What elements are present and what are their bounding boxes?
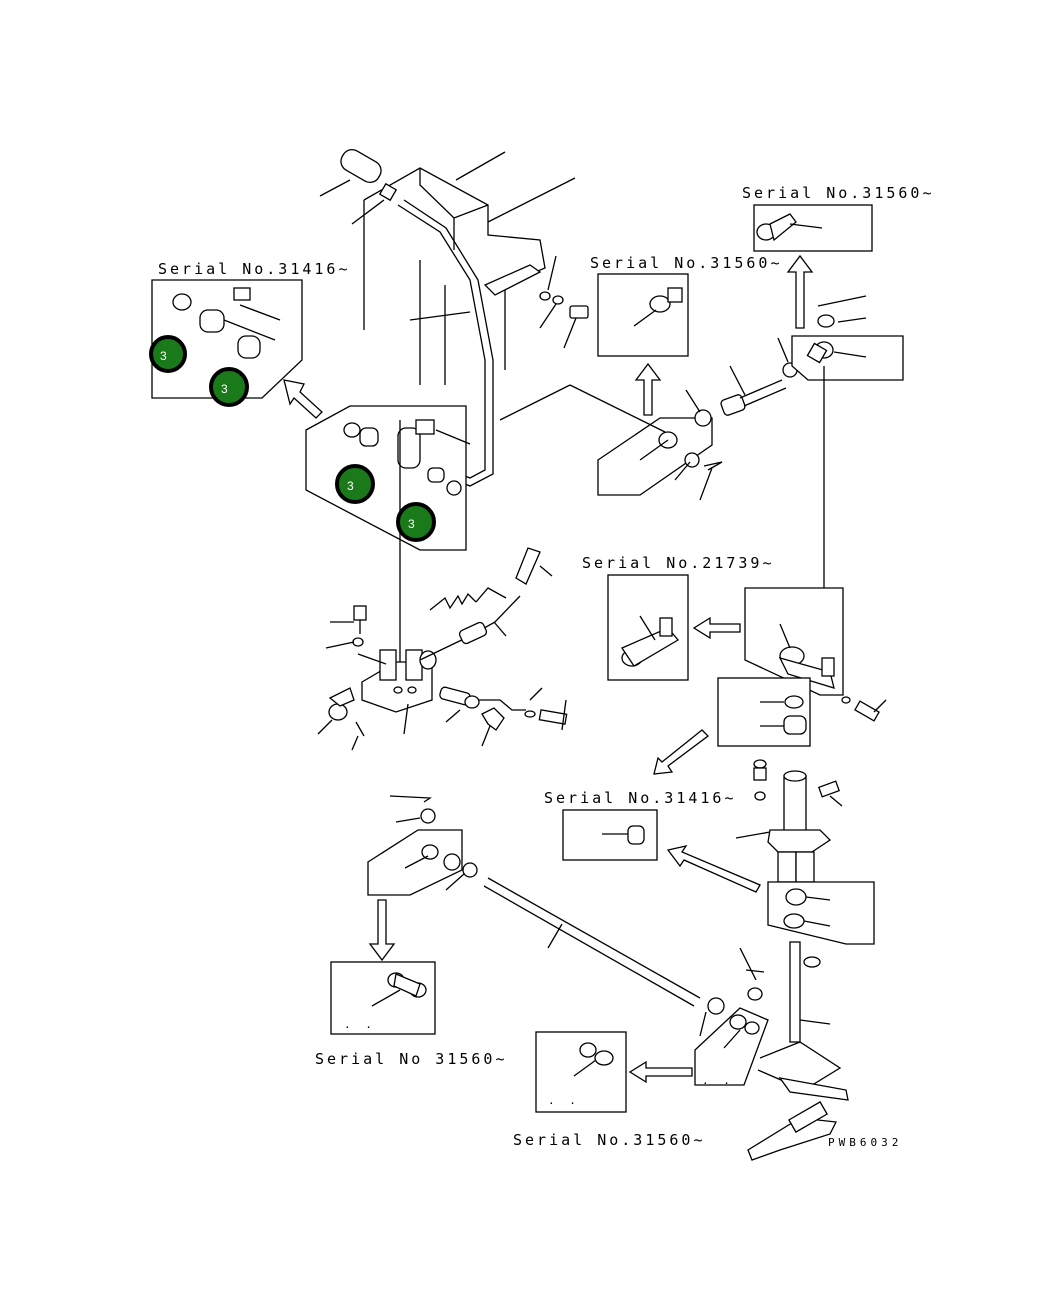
right-bolt: [841, 696, 887, 722]
svg-text:3: 3: [408, 517, 415, 531]
lower-shaft-pedal: [747, 941, 849, 1161]
detail-box-bushing: [717, 677, 811, 747]
tank-block: [363, 151, 576, 385]
svg-text:3: 3: [221, 382, 228, 396]
rod-end-connector: [499, 384, 723, 501]
detail-box-lever-right: [744, 587, 844, 696]
box-mark-bottom: . .: [548, 1094, 580, 1107]
drawing-reference-code: PWB6032: [828, 1136, 902, 1149]
detail-box-21739: [607, 574, 741, 681]
serial-label-7: Serial No.31560~: [513, 1131, 706, 1149]
svg-text:3: 3: [347, 479, 354, 493]
box-mark-lower-left: . .: [344, 1018, 376, 1031]
detail-box-31560-bottom: . .: [535, 1031, 627, 1113]
callout-badge-1[interactable]: 3: [149, 335, 187, 373]
callout-badge-2[interactable]: 3: [209, 367, 249, 407]
serial-label-4: Serial No.21739~: [582, 554, 775, 572]
lower-joint-box: . .: [628, 947, 769, 1087]
detail-box-31416-left: [151, 279, 303, 399]
detail-box-31560-lower-left: . .: [330, 899, 436, 1035]
tank-fasteners: [539, 255, 589, 349]
callout-badge-4[interactable]: 3: [396, 502, 436, 542]
detail-box-31560-middle: [597, 273, 689, 416]
serial-label-6: Serial No 31560~: [315, 1050, 508, 1068]
arrow-to-31416-left: [283, 379, 323, 419]
serial-label-3: Serial No.31560~: [742, 184, 935, 202]
serial-label-1: Serial No.31416~: [158, 260, 351, 278]
detail-box-washer: [767, 881, 875, 945]
callout-badge-3[interactable]: 3: [335, 464, 375, 504]
svg-text:3: 3: [160, 349, 167, 363]
valve-detail-box: [305, 405, 471, 551]
serial-label-5: Serial No.31416~: [544, 789, 737, 807]
serial-label-2: Serial No.31560~: [590, 254, 783, 272]
arrow-diagonal: [653, 729, 709, 775]
joint-box-mark: . .: [702, 1074, 734, 1087]
detail-box-31560-right: [753, 204, 904, 381]
detail-box-31416-middle: [562, 809, 761, 893]
upper-tie-rod: [685, 337, 798, 427]
pedestal-post: [735, 759, 843, 883]
lower-tie-rod: [367, 795, 725, 1037]
linkage-assembly: [317, 420, 568, 751]
